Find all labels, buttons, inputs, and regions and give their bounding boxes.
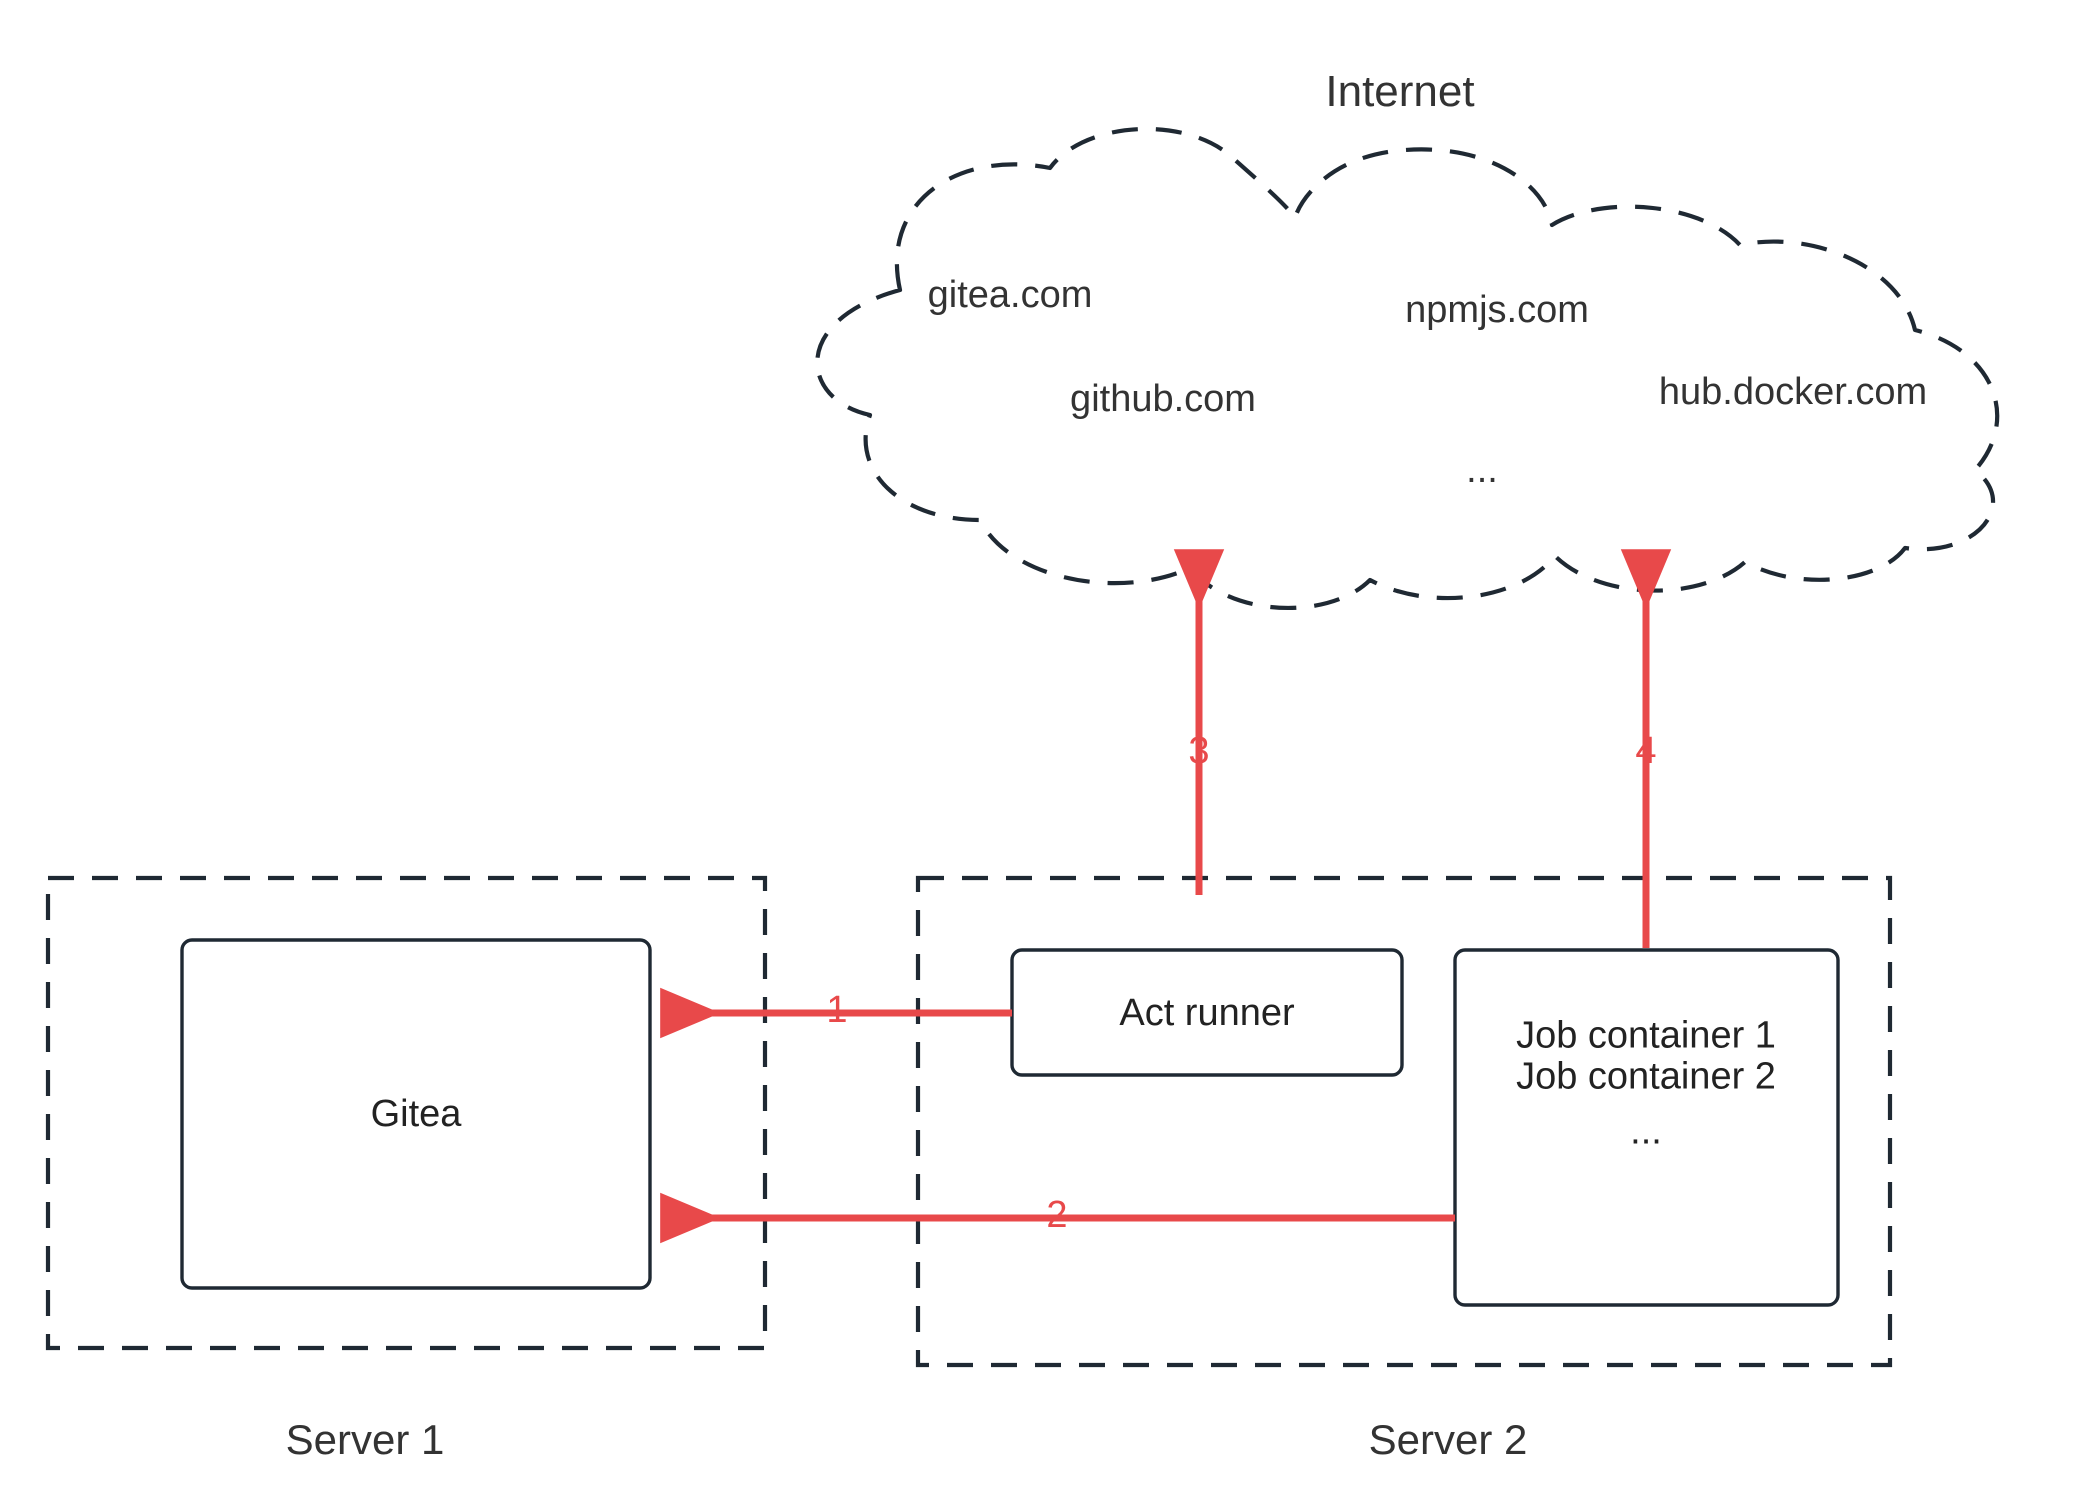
job-container-1-label: Job container 1	[1516, 1014, 1776, 1057]
edge-3-number-label: 3	[1188, 730, 1210, 772]
gitea-node[interactable]	[182, 940, 650, 1288]
job-containers-node-label: Job container 1 Job container 2 ...	[1516, 1015, 1776, 1152]
cloud-label-github-com: github.com	[1070, 378, 1256, 420]
job-container-more-label: ...	[1630, 1110, 1662, 1153]
server-2-zone-label: Server 2	[1368, 1416, 1528, 1463]
edge-1-number-label: 1	[826, 989, 848, 1031]
act-runner-node[interactable]	[1012, 950, 1402, 1075]
job-container-2-label: Job container 2	[1516, 1055, 1776, 1098]
server-2-zone-rect	[915, 875, 1893, 1368]
internet-cloud-shape	[815, 126, 2000, 611]
job-containers-node[interactable]	[1455, 950, 1838, 1305]
server-1-zone-rect	[45, 875, 768, 1351]
cloud-label-hub-docker-com: hub.docker.com	[1658, 371, 1928, 413]
cloud-label-npmjs-com: npmjs.com	[1405, 289, 1589, 331]
server-1-zone-label: Server 1	[285, 1416, 445, 1463]
edge-2-number-label: 2	[1046, 1194, 1068, 1236]
act-runner-node-label: Act runner	[1119, 992, 1295, 1034]
job-containers-node-rect[interactable]	[1453, 948, 1840, 1307]
cloud-label-more-services: ...	[1466, 449, 1498, 491]
cloud-label-gitea-com: gitea.com	[927, 274, 1093, 316]
edge-4-number-label: 4	[1635, 730, 1657, 772]
gitea-node-rect[interactable]	[180, 938, 652, 1290]
gitea-node-label: Gitea	[370, 1093, 462, 1135]
diagram-title: Internet	[1325, 67, 1475, 116]
